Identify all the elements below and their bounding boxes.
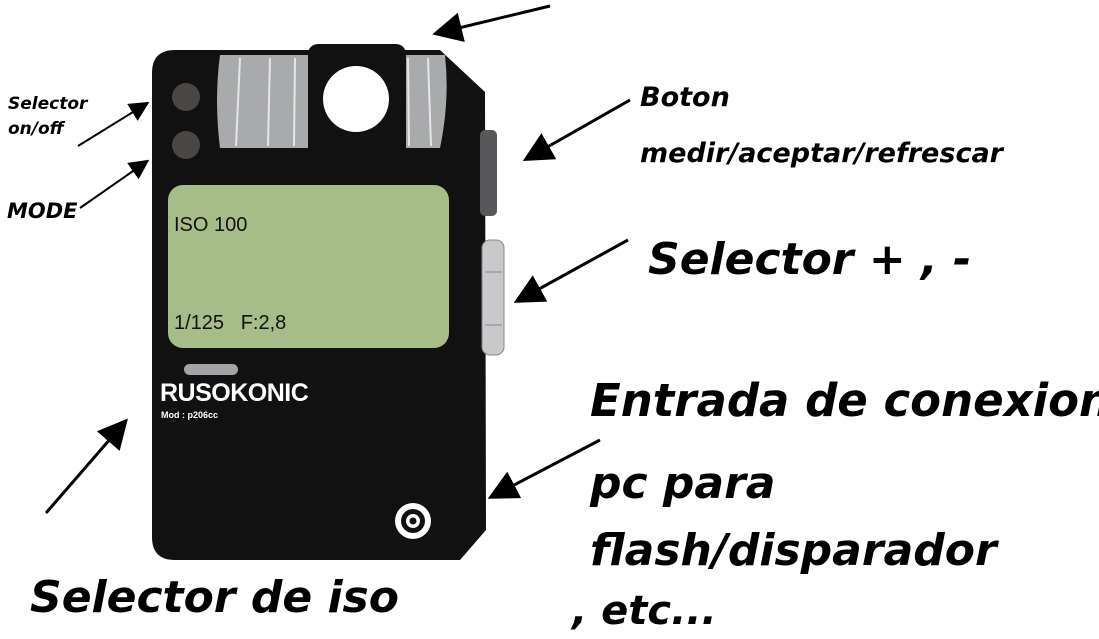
plus-minus-selector[interactable] (481, 239, 505, 356)
mode-button[interactable] (172, 131, 200, 159)
label-boton: Boton (640, 82, 730, 113)
label-entrada-3: flash/disparador (590, 525, 997, 576)
model-label: Mod : p206cc (161, 410, 219, 420)
mode-arrow (79, 159, 150, 209)
indicator-pill (184, 364, 238, 375)
measure-button[interactable] (480, 130, 497, 216)
entrada-arrow (487, 438, 601, 499)
selector-pm-arrow (513, 238, 629, 303)
label-entrada-1: Entrada de conexion (590, 374, 1099, 427)
brand-logo: RUSOKONIC (160, 379, 309, 407)
label-entrada-4: , etc... (572, 588, 717, 634)
onoff-button[interactable] (172, 83, 200, 111)
label-entrada-2: pc para (590, 458, 776, 509)
onoff-arrow (77, 101, 150, 147)
label-selector-iso: Selector de iso (30, 572, 399, 623)
label-selector-onoff: Selector on/off (8, 94, 88, 139)
lcd-iso-reading: ISO 100 (174, 214, 248, 236)
label-mode: MODE (7, 199, 78, 223)
top-dial-arrow (432, 4, 551, 42)
iso-arrow (44, 418, 128, 514)
lcd-screen (168, 185, 449, 348)
top-dial[interactable] (217, 44, 447, 158)
light-sensor-icon (323, 66, 389, 132)
lcd-exposure-reading: 1/125 F:2,8 (174, 312, 287, 334)
pc-sync-port (395, 503, 431, 539)
label-selector-plus-minus: Selector + , - (648, 234, 972, 285)
label-boton-sub: medir/aceptar/refrescar (640, 138, 1003, 169)
boton-arrow (522, 98, 631, 161)
